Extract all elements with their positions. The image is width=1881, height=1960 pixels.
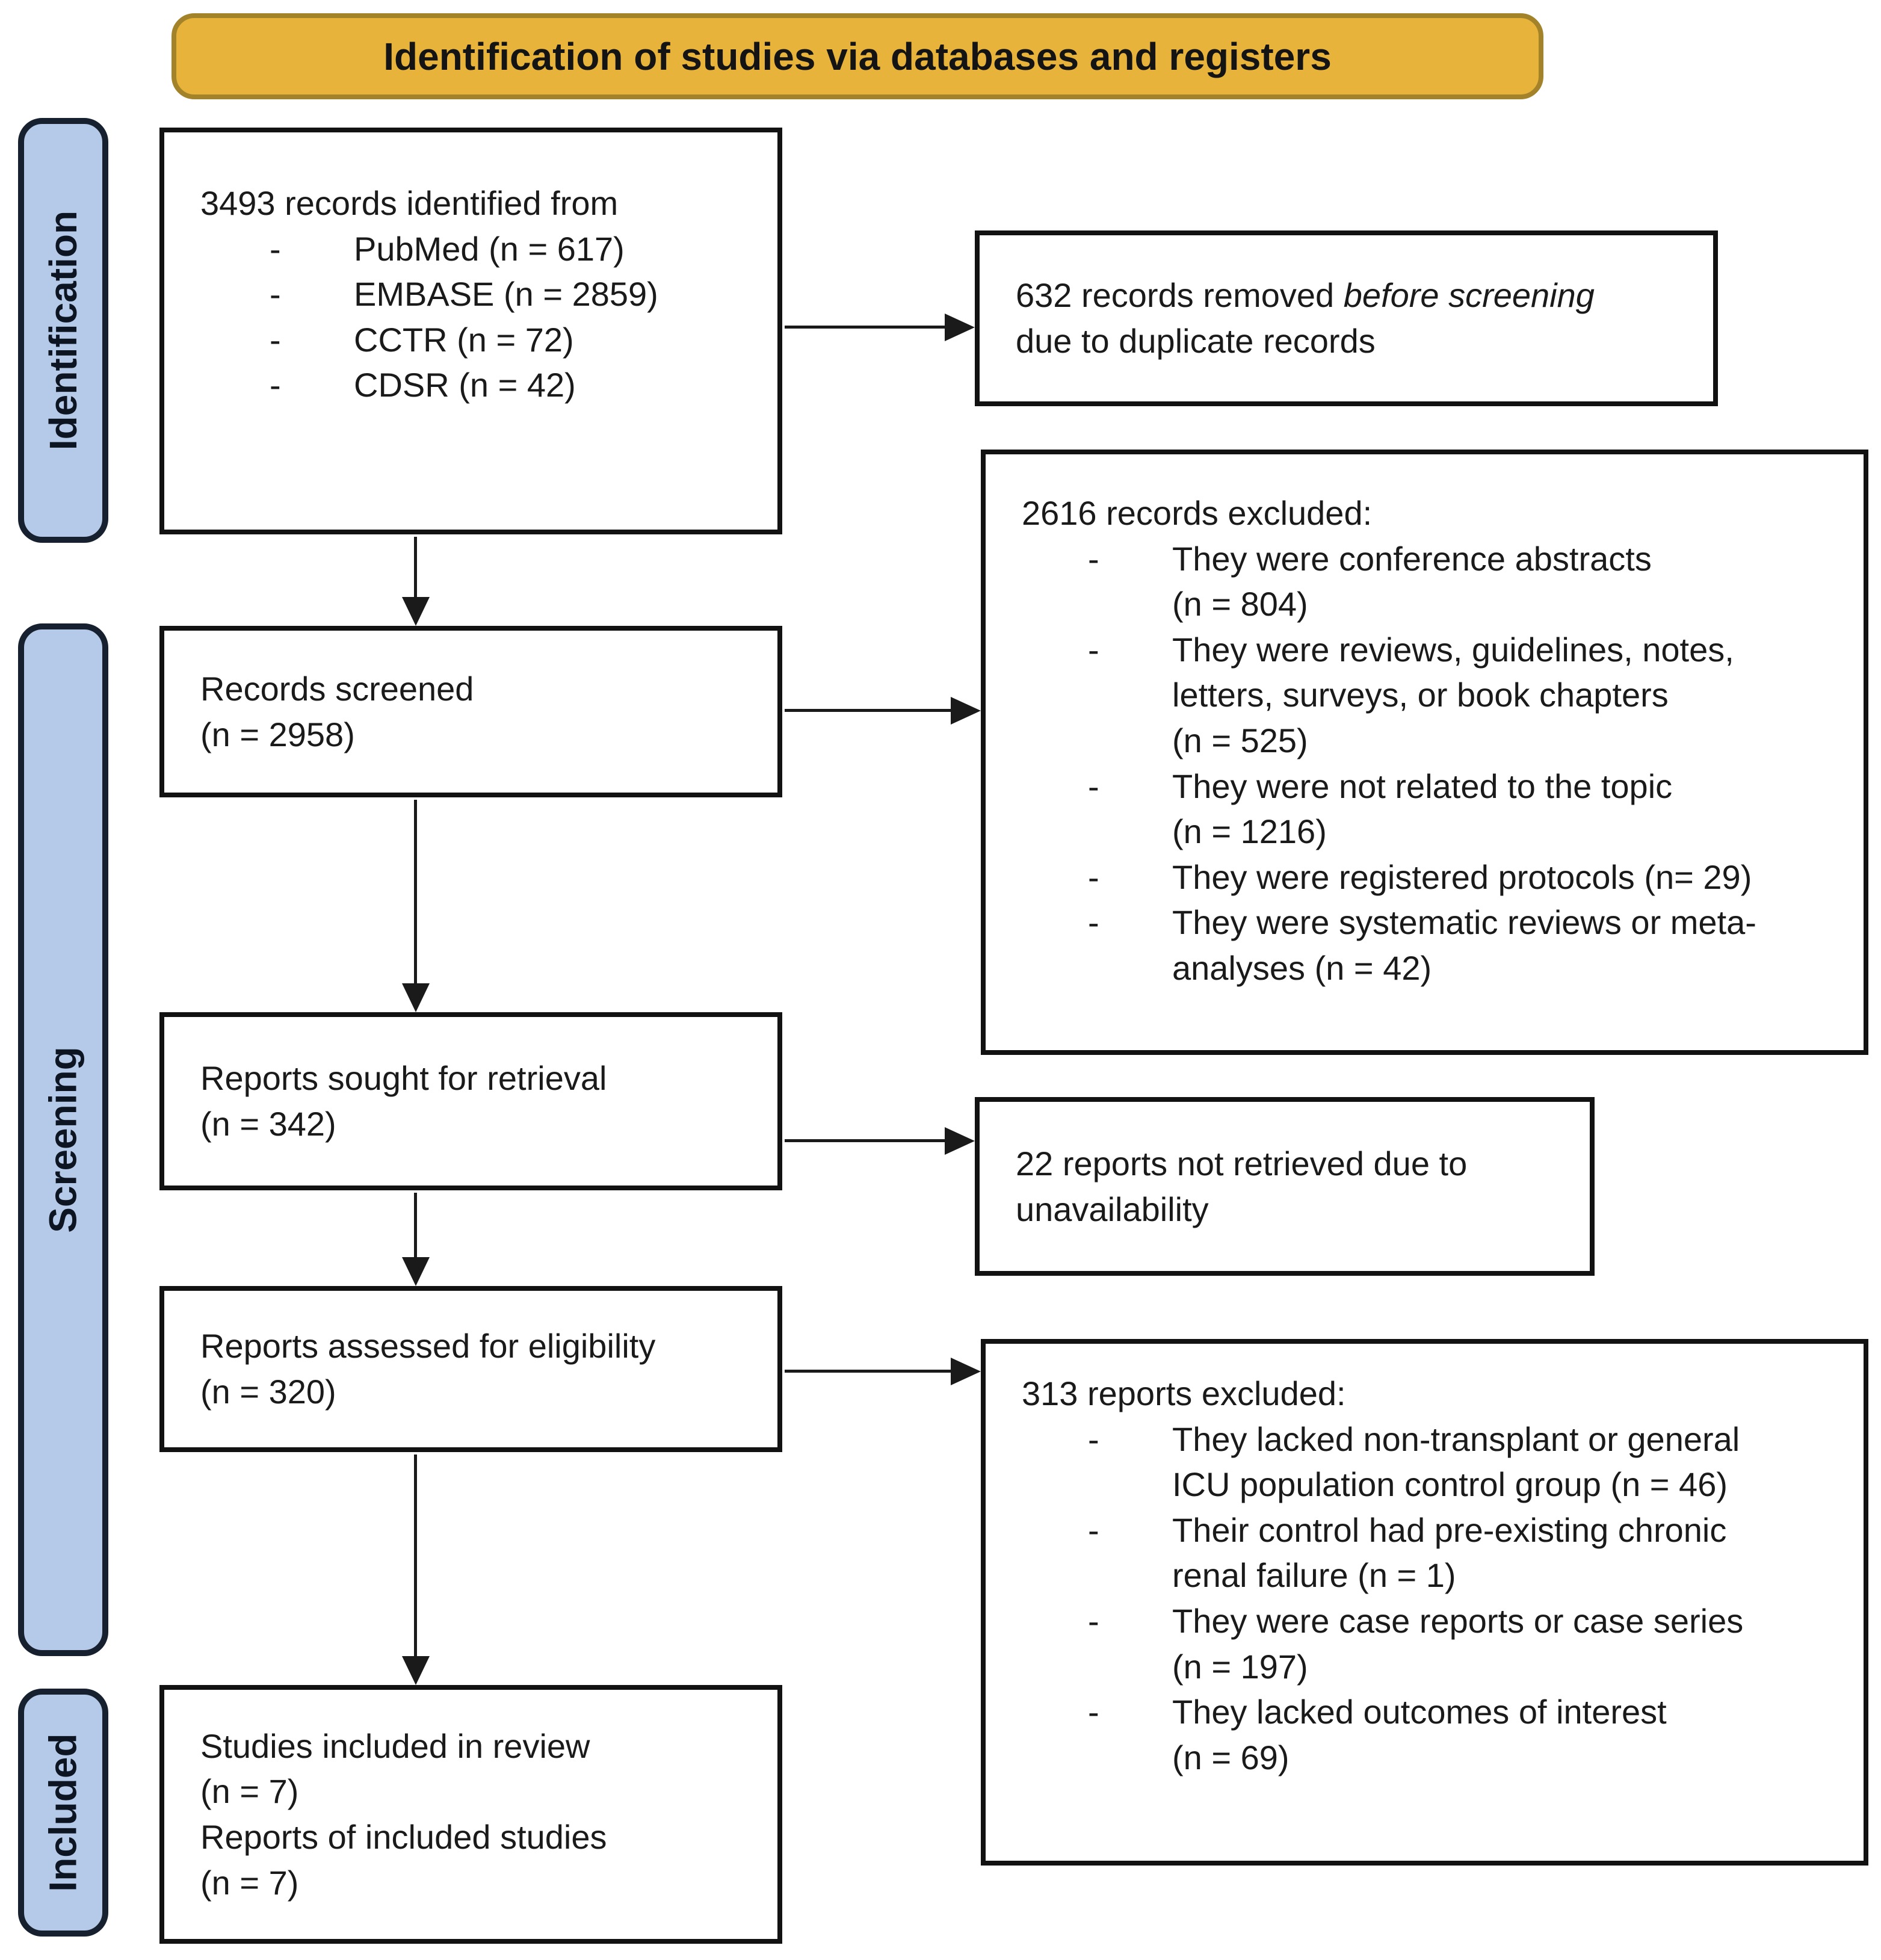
bullet-text: They were reviews, guidelines, notes, le… xyxy=(1172,630,1734,759)
list-item: - They were conference abstracts (n = 80… xyxy=(1022,536,1845,627)
arrowhead-right-icon xyxy=(951,1358,981,1385)
box-reports-not-retrieved: 22 reports not retrieved due to unavaila… xyxy=(975,1097,1595,1276)
bullet-text: PubMed (n = 617) xyxy=(354,229,625,268)
box-reports-sought: Reports sought for retrieval (n = 342) xyxy=(159,1012,782,1190)
stage-label-included: Included xyxy=(42,1733,85,1892)
stage-label-screening: Screening xyxy=(42,1046,85,1233)
box-records-screened: Records screened (n = 2958) xyxy=(159,626,782,797)
bullet-text: Their control had pre-existing chronic r… xyxy=(1172,1510,1727,1595)
bullet-dash: - xyxy=(1088,1510,1099,1549)
bullet-dash: - xyxy=(1088,767,1099,805)
arrowhead-down-icon xyxy=(402,597,430,626)
stage-bar-identification: Identification xyxy=(18,118,108,543)
bullet-dash: - xyxy=(270,320,281,359)
bullet-dash: - xyxy=(1088,539,1099,578)
box-heading: 3493 records identified from xyxy=(200,184,619,222)
arrowhead-right-icon xyxy=(951,697,981,725)
bullet-dash: - xyxy=(1088,630,1099,669)
bullet-dash: - xyxy=(270,366,281,404)
list-item: - They lacked non-transplant or general … xyxy=(1022,1417,1845,1507)
bullet-dash: - xyxy=(1088,1420,1099,1458)
bullet-dash: - xyxy=(270,275,281,314)
arrow-screened-to-sought xyxy=(414,800,417,985)
list-item: - EMBASE (n = 2859) xyxy=(200,271,759,317)
box-reports-excluded: 313 reports excluded: - They lacked non-… xyxy=(981,1339,1868,1866)
bullet-text: They lacked outcomes of interest (n = 69… xyxy=(1172,1693,1667,1776)
arrowhead-down-icon xyxy=(402,1656,430,1685)
bullet-dash: - xyxy=(1088,903,1099,942)
bullet-text: They were not related to the topic (n = … xyxy=(1172,767,1673,851)
page-title: Identification of studies via databases … xyxy=(383,34,1332,78)
box-studies-included: Studies included in review (n = 7) Repor… xyxy=(159,1685,782,1944)
removed-text-suffix: due to duplicate records xyxy=(1016,322,1376,360)
box-text: 22 reports not retrieved due to unavaila… xyxy=(1016,1144,1468,1228)
box-text: Reports assessed for eligibility (n = 32… xyxy=(200,1327,656,1411)
bullet-text: They were systematic reviews or meta- an… xyxy=(1172,903,1756,987)
arrow-screened-to-excluded xyxy=(785,709,952,712)
stage-label-identification: Identification xyxy=(42,210,85,451)
box-heading: 2616 records excluded: xyxy=(1022,494,1373,532)
arrow-identified-to-screened xyxy=(414,537,417,598)
removed-text-italic: before screening xyxy=(1343,276,1595,315)
list-item: - CCTR (n = 72) xyxy=(200,317,759,363)
list-item: - They were reviews, guidelines, notes, … xyxy=(1022,627,1845,764)
box-reports-assessed: Reports assessed for eligibility (n = 32… xyxy=(159,1286,782,1452)
box-heading: 313 reports excluded: xyxy=(1022,1374,1346,1412)
list-item: - Their control had pre-existing chronic… xyxy=(1022,1507,1845,1598)
list-item: - They lacked outcomes of interest (n = … xyxy=(1022,1689,1845,1780)
bullet-dash: - xyxy=(1088,1693,1099,1731)
box-records-identified: 3493 records identified from - PubMed (n… xyxy=(159,128,782,534)
arrow-assessed-to-reports-excluded xyxy=(785,1370,952,1373)
bullet-text: They lacked non-transplant or general IC… xyxy=(1172,1420,1740,1504)
bullet-text: CDSR (n = 42) xyxy=(354,366,576,404)
list-item: - They were case reports or case series … xyxy=(1022,1598,1845,1689)
box-records-excluded: 2616 records excluded: - They were confe… xyxy=(981,450,1868,1055)
list-item: - They were not related to the topic (n … xyxy=(1022,764,1845,855)
box-text: Records screened (n = 2958) xyxy=(200,669,474,753)
list-item: - They were registered protocols (n= 29) xyxy=(1022,855,1845,900)
bullet-text: They were conference abstracts (n = 804) xyxy=(1172,539,1652,623)
bullet-text: They were case reports or case series (n… xyxy=(1172,1601,1744,1686)
arrow-identified-to-removed xyxy=(785,326,946,329)
arrow-assessed-to-included xyxy=(414,1455,417,1657)
arrow-sought-to-not-retrieved xyxy=(785,1139,946,1142)
arrow-sought-to-assessed xyxy=(414,1193,417,1258)
list-item: - CDSR (n = 42) xyxy=(200,362,759,408)
box-text: 632 records removed before screening due… xyxy=(1016,273,1695,363)
list-item: - PubMed (n = 617) xyxy=(200,226,759,272)
stage-bar-included: Included xyxy=(18,1689,108,1937)
box-text: Reports sought for retrieval (n = 342) xyxy=(200,1059,607,1143)
box-records-removed: 632 records removed before screening due… xyxy=(975,230,1718,406)
arrowhead-down-icon xyxy=(402,1257,430,1286)
bullet-text: CCTR (n = 72) xyxy=(354,320,574,359)
box-text: Studies included in review (n = 7) Repor… xyxy=(200,1727,607,1902)
arrowhead-right-icon xyxy=(945,314,975,341)
bullet-dash: - xyxy=(270,229,281,268)
arrowhead-down-icon xyxy=(402,983,430,1012)
arrowhead-right-icon xyxy=(945,1127,975,1155)
stage-bar-screening: Screening xyxy=(18,623,108,1656)
bullet-text: They were registered protocols (n= 29) xyxy=(1172,858,1752,896)
removed-text-prefix: 632 records removed xyxy=(1016,276,1344,315)
bullet-text: EMBASE (n = 2859) xyxy=(354,275,658,314)
bullet-dash: - xyxy=(1088,858,1099,896)
list-item: - They were systematic reviews or meta- … xyxy=(1022,900,1845,991)
banner: Identification of studies via databases … xyxy=(171,13,1543,99)
bullet-dash: - xyxy=(1088,1601,1099,1640)
